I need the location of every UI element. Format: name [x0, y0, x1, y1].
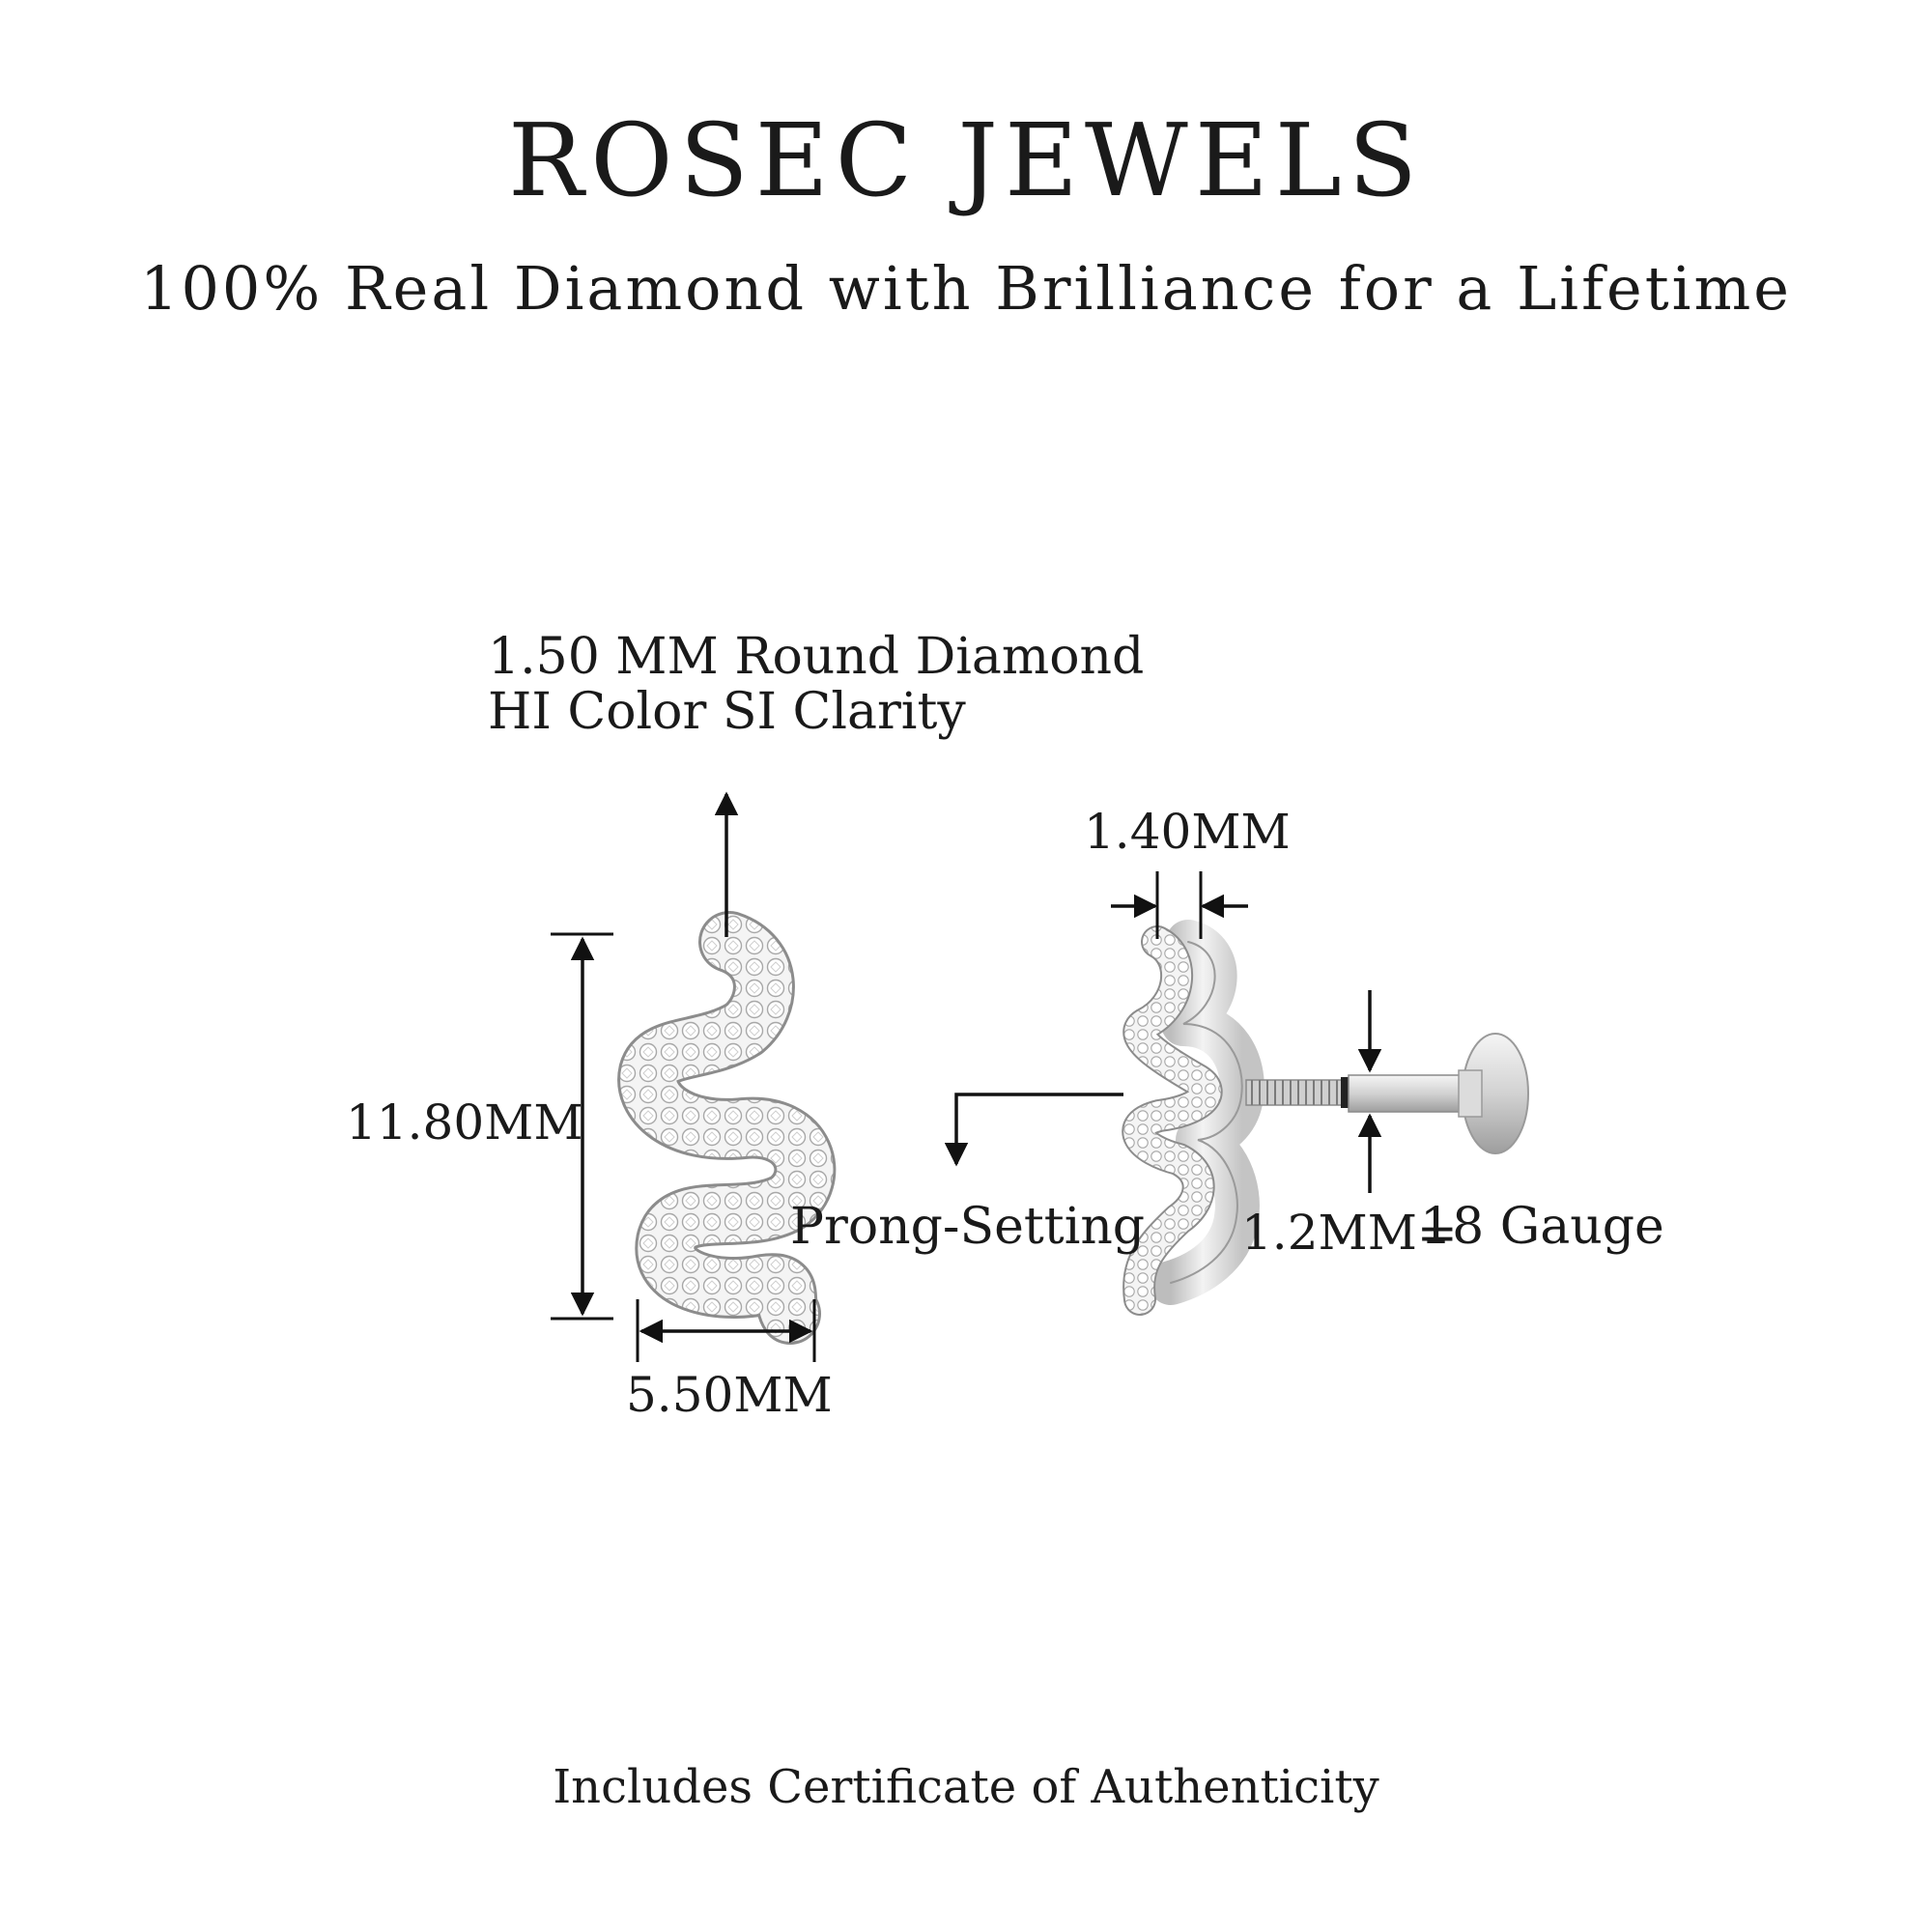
thickness-label: 1.40MM	[1084, 804, 1291, 860]
brand-title: ROSEC JEWELS	[507, 101, 1425, 219]
length-label: 11.80MM	[346, 1094, 583, 1151]
tagline: 100% Real Diamond with Brilliance for a …	[140, 253, 1792, 324]
snake-side-view	[1122, 920, 1529, 1316]
length-dimension	[551, 932, 613, 1321]
width-label: 5.50MM	[626, 1367, 833, 1423]
snake-front-view	[617, 911, 837, 1345]
prong-setting-label: Prong-Setting	[790, 1198, 1146, 1256]
certificate-note: Includes Certificate of Authenticity	[553, 1760, 1379, 1814]
pin-diameter-label: 1.2MM=	[1241, 1205, 1458, 1261]
width-dimension	[636, 1299, 816, 1362]
stone-size-label: 1.50 MM Round Diamond	[488, 628, 1145, 686]
gauge-label: 18 Gauge	[1420, 1198, 1664, 1256]
stone-quality-label: HI Color SI Clarity	[488, 683, 966, 741]
thickness-dimension	[1111, 871, 1248, 939]
prong-setting-callout	[944, 1093, 1123, 1167]
